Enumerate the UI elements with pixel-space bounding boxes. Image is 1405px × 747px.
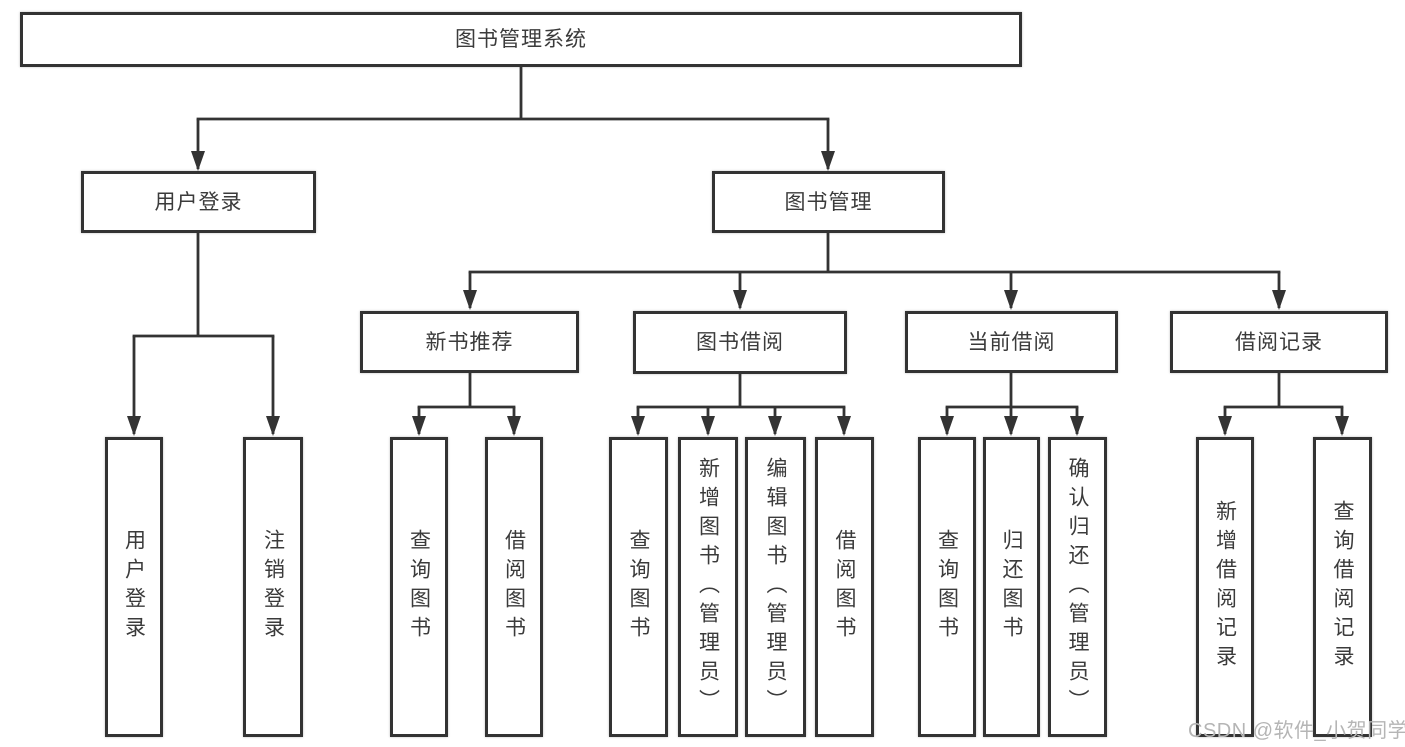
connector-new-book-rec-to-leaves	[412, 373, 521, 436]
node-label: 编辑图书（管理员）	[764, 456, 787, 718]
node-book-management: 图书管理	[712, 171, 945, 233]
connector-root-to-level2	[191, 66, 835, 171]
leaf-add-borrow-record: 新增借阅记录	[1196, 437, 1254, 737]
node-label: 借阅图书	[833, 529, 856, 645]
node-current-borrowing: 当前借阅	[905, 311, 1118, 373]
node-book-borrowing: 图书借阅	[633, 311, 847, 374]
node-user-login: 用户登录	[81, 171, 316, 233]
connector-borrow-records-to-leaves	[1218, 373, 1349, 436]
leaf-query-books-current: 查询图书	[918, 437, 976, 737]
leaf-query-books-borrow: 查询图书	[609, 437, 668, 737]
csdn-watermark: CSDN @软件_小贺同学	[1188, 720, 1405, 742]
node-label: 借阅记录	[1235, 330, 1323, 354]
leaf-borrow-books: 借阅图书	[815, 437, 874, 737]
leaf-confirm-return-admin: 确认归还（管理员）	[1048, 437, 1107, 737]
node-label: 新书推荐	[425, 330, 514, 354]
leaf-user-login: 用户登录	[105, 437, 163, 737]
connector-book-borrowing-to-leaves	[631, 373, 851, 436]
leaf-logout: 注销登录	[243, 437, 303, 737]
leaf-query-borrow-record: 查询借阅记录	[1313, 437, 1372, 737]
node-label: 查询图书	[407, 529, 431, 645]
node-label: 当前借阅	[967, 330, 1056, 354]
node-label: 查询图书	[627, 529, 650, 645]
node-label: 查询借阅记录	[1331, 500, 1354, 674]
connector-user-login-to-leaves	[127, 233, 280, 436]
node-label: 查询图书	[935, 529, 959, 645]
connector-book-management-to-level3	[463, 233, 1286, 310]
node-label: 用户登录	[154, 190, 243, 214]
node-label: 确认归还（管理员）	[1066, 456, 1089, 718]
node-label: 新增借阅记录	[1213, 500, 1237, 674]
leaf-edit-books-admin: 编辑图书（管理员）	[745, 437, 806, 737]
connector-current-borrowing-to-leaves	[940, 373, 1084, 436]
leaf-add-books-admin: 新增图书（管理员）	[678, 437, 738, 737]
leaf-query-books-rec: 查询图书	[390, 437, 448, 737]
node-label: 用户登录	[122, 529, 146, 645]
node-label: 注销登录	[261, 529, 285, 645]
node-label: 借阅图书	[502, 529, 526, 645]
leaf-return-books: 归还图书	[983, 437, 1040, 737]
node-label: 新增图书（管理员）	[696, 456, 720, 718]
node-new-book-recommendation: 新书推荐	[360, 311, 579, 373]
node-label: 图书管理系统	[455, 28, 587, 51]
leaf-borrow-books-rec: 借阅图书	[485, 437, 543, 737]
node-library-management-system: 图书管理系统	[20, 12, 1022, 67]
node-label: 归还图书	[1000, 529, 1023, 645]
node-label: 图书管理	[784, 190, 873, 214]
node-label: 图书借阅	[696, 331, 784, 354]
node-borrowing-records: 借阅记录	[1170, 311, 1388, 373]
